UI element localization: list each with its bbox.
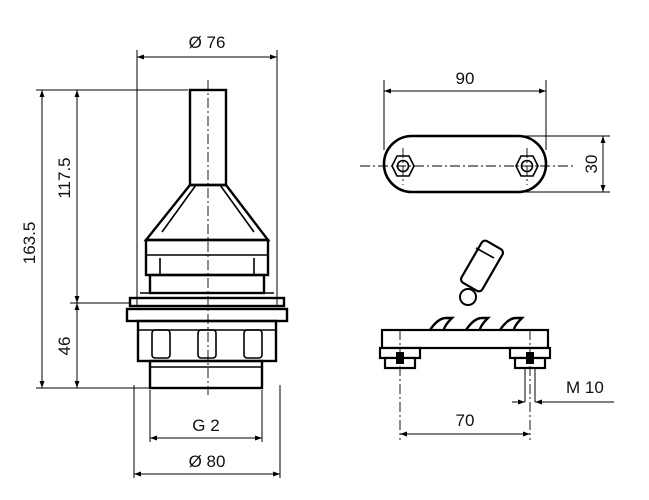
side-view: Ø 76 163.5 117.5 46 G 2 Ø 80 — [20, 33, 289, 478]
dim-overall-height: 163.5 — [20, 222, 39, 265]
dim-lower-height: 46 — [55, 337, 74, 356]
dim-bottom-diameter: Ø 80 — [189, 452, 226, 471]
top-view: 90 30 — [360, 69, 610, 194]
fitting-body — [125, 80, 289, 395]
dim-thread: G 2 — [192, 416, 219, 435]
mounting-view: 70 M 10 — [378, 239, 614, 440]
dim-upper-height: 117.5 — [55, 157, 74, 198]
dim-hole-spacing: 70 — [456, 411, 475, 430]
dim-top-diameter: Ø 76 — [189, 33, 226, 52]
dim-length: 90 — [456, 69, 475, 88]
dim-screw: M 10 — [566, 378, 604, 397]
link-plate — [382, 134, 548, 194]
dim-width: 30 — [582, 155, 601, 174]
hex-key-icon — [459, 239, 505, 306]
